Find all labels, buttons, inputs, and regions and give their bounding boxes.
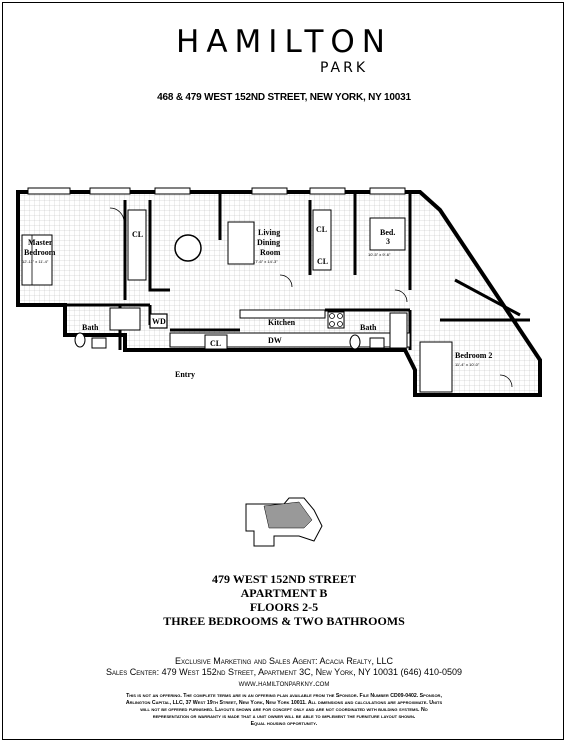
bed3-bed [369, 217, 406, 251]
washer-dryer [149, 313, 168, 329]
bathtub [109, 307, 141, 331]
window [154, 187, 191, 195]
living-size: 17'-6" x 14'-3" [253, 259, 278, 264]
master-bed [21, 234, 53, 286]
window [27, 187, 71, 195]
kitchen-label: Kitchen [268, 318, 296, 327]
bed3-size: 10'-5" x 9'-6" [368, 252, 391, 257]
unit-floors: FLOORS 2-5 [249, 600, 319, 614]
key-plan [245, 497, 323, 547]
agent-line1: Exclusive Marketing and Sales Agent: Aca… [175, 656, 393, 666]
bath2-label: Bath [360, 323, 377, 332]
dining-table [174, 234, 202, 262]
bedroom2-label: Bedroom 2 [455, 351, 492, 360]
window [251, 187, 288, 195]
window [309, 187, 346, 195]
unit-description: THREE BEDROOMS & TWO BATHROOMS [163, 614, 405, 628]
disclaimer-line: Arlington Capital, LLC, 37 West 19th Str… [125, 700, 443, 706]
brand-sub: PARK [320, 60, 369, 76]
brand-name: HAMILTON [176, 24, 392, 60]
window [89, 187, 131, 195]
disclaimer-line: This is not an offering. The complete te… [126, 693, 442, 699]
disclaimer-line: will not be offered furnished. Layouts s… [140, 707, 428, 713]
stove [327, 311, 345, 329]
unit-highlight [263, 501, 313, 529]
unit-info: 479 WEST 152ND STREET APARTMENT B FLOORS… [0, 572, 568, 628]
unit-apartment: APARTMENT B [240, 586, 328, 600]
master-bedroom-label-1: Master [28, 238, 53, 247]
building-address: 468 & 479 WEST 152ND STREET, NEW YORK, N… [157, 92, 411, 103]
bed3-label-1: Bed. [380, 228, 395, 237]
closet-label: CL [317, 257, 328, 266]
toilet [74, 332, 86, 348]
disclaimer-line: representation or warranty is made that … [152, 714, 416, 720]
bedroom2-size: 11'-4" x 10'-0" [455, 362, 480, 367]
toilet [349, 334, 361, 350]
closet-label: CL [132, 230, 143, 239]
living-label-3: Room [260, 248, 281, 257]
entry-label: Entry [175, 370, 195, 379]
living-label-1: Living [258, 228, 280, 237]
agent-line2: Sales Center: 479 West 152nd Street, Apa… [105, 667, 463, 677]
bath1-label: Bath [82, 323, 99, 332]
closet-label: CL [210, 339, 221, 348]
wd-label: WD [152, 317, 166, 326]
disclaimer-line: Equal housing opportunity. [250, 721, 318, 727]
bathtub [389, 312, 408, 349]
master-bedroom-label-2: Bedroom [24, 248, 56, 257]
closet-label: CL [316, 225, 327, 234]
kitchen-counter [239, 309, 326, 319]
sofa [227, 221, 255, 265]
window [369, 187, 406, 195]
unit-street: 479 WEST 152ND STREET [212, 572, 356, 586]
bed3-label-2: 3 [386, 237, 390, 246]
living-label-2: Dining [257, 238, 280, 247]
master-bedroom-size: 12'-11" x 11'-4" [22, 259, 49, 264]
dw-label: DW [268, 336, 282, 345]
legal-disclaimer: This is not an offering. The complete te… [30, 693, 538, 728]
agent-info: Exclusive Marketing and Sales Agent: Aca… [0, 656, 568, 689]
bedroom2-bed [419, 341, 453, 393]
floor-plan: Master Bedroom 12'-11" x 11'-4" Living D… [16, 187, 542, 397]
agent-website: www.hamiltonparkny.com [238, 678, 330, 688]
